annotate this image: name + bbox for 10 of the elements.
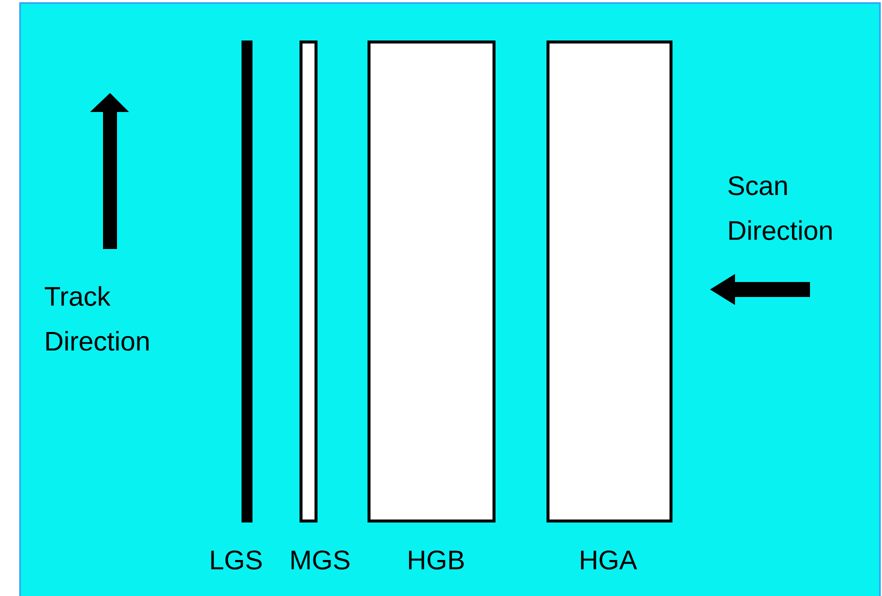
bar xyxy=(242,40,252,522)
rectangle xyxy=(546,40,672,522)
bar-label: HGA xyxy=(581,550,638,570)
direction-label: Scan Direction xyxy=(728,176,832,240)
bar-label: HGB xyxy=(409,550,464,570)
bar-label: MGS xyxy=(292,550,350,570)
direction-label: Track Direction xyxy=(44,286,149,351)
rectangle xyxy=(368,40,496,522)
bar-label: LGS xyxy=(211,550,262,570)
rectangle xyxy=(300,40,318,522)
